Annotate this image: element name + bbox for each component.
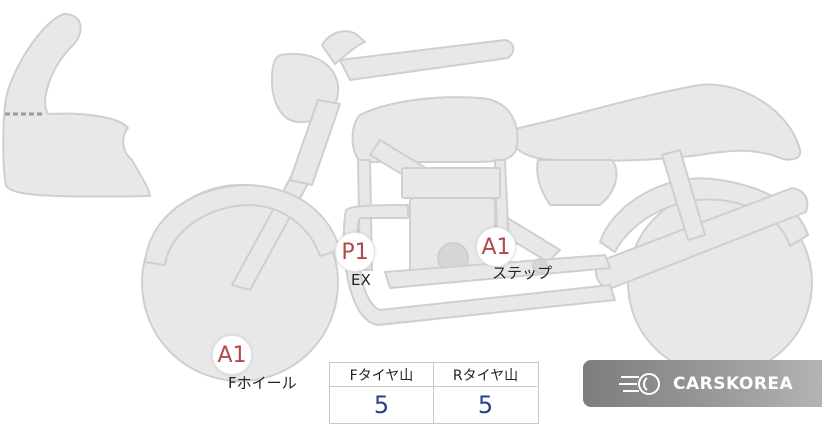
- label-front-wheel: Fホイール: [228, 374, 297, 392]
- marker-step[interactable]: A1: [476, 227, 516, 267]
- main-frame-top: [339, 39, 515, 81]
- tire-tread-table: Fタイヤ山 Rタイヤ山 5 5: [329, 362, 539, 424]
- swingarm: [594, 187, 809, 290]
- carskorea-logo-icon: [619, 372, 660, 395]
- exhaust-pipe-lower: [384, 254, 611, 289]
- exhaust-pipe: [342, 204, 616, 326]
- handlebar: [321, 30, 366, 65]
- engine-cylinder: [401, 167, 501, 199]
- rear-tread-value: 5: [477, 391, 494, 419]
- front-tread-value: 5: [330, 387, 434, 423]
- fuel-tank: [351, 96, 519, 163]
- marker-exhaust-code: P1: [341, 239, 369, 265]
- rear-fender: [599, 177, 809, 253]
- rear-tread-header: Rタイヤ山: [434, 363, 537, 387]
- marker-exhaust[interactable]: P1: [335, 232, 375, 272]
- label-step: ステップ: [492, 264, 553, 282]
- label-exhaust: EX: [351, 271, 371, 289]
- seat: [509, 83, 802, 162]
- marker-step-code: A1: [481, 234, 511, 260]
- side-cover: [536, 159, 618, 206]
- marker-front-wheel[interactable]: A1: [212, 335, 252, 375]
- carskorea-badge: CARSKOREA: [583, 360, 822, 407]
- rear-frame-tube: [661, 149, 706, 241]
- fairing-shape: [2, 13, 151, 198]
- brand-name: CARSKOREA: [673, 373, 794, 394]
- fork-upper: [289, 99, 341, 186]
- step-peg: [532, 258, 548, 274]
- marker-front-wheel-code: A1: [217, 342, 247, 368]
- front-tread-header: Fタイヤ山: [330, 363, 434, 387]
